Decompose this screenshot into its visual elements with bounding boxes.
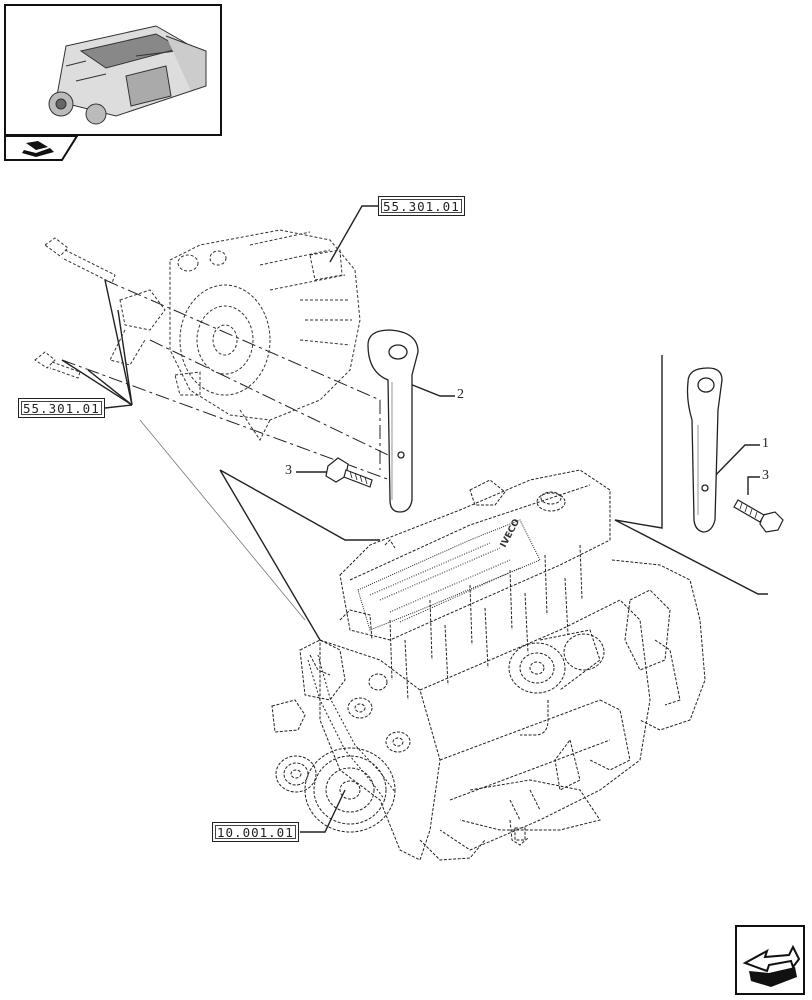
next-page-arrow-icon (742, 944, 801, 987)
ref-label-engine[interactable]: 10.001.01 (212, 822, 299, 842)
bracket-1 (686, 367, 723, 533)
callout-1: 1 (762, 436, 769, 451)
bracket-2 (367, 329, 419, 513)
alternator-phantom (109, 229, 361, 441)
callout-2: 2 (457, 387, 464, 402)
engine-brand-text: IVECO (499, 517, 522, 549)
engine-thumbnail-icon (48, 25, 207, 125)
engine-assembly (271, 469, 706, 861)
callout-3-left: 3 (285, 463, 292, 478)
engine-thumbnail-frame (4, 4, 222, 136)
next-page-button[interactable] (735, 925, 805, 995)
parts-nav-icon[interactable] (4, 135, 78, 161)
leader-lines (61, 205, 768, 833)
callout-3-right: 3 (762, 468, 769, 483)
bolt-3-left (325, 457, 373, 488)
alternator-bolts (34, 237, 116, 379)
bolt-3-right (733, 499, 784, 533)
ref-label-alternator-top[interactable]: 55.301.01 (378, 196, 465, 216)
ref-label-alternator-left[interactable]: 55.301.01 (18, 398, 105, 418)
